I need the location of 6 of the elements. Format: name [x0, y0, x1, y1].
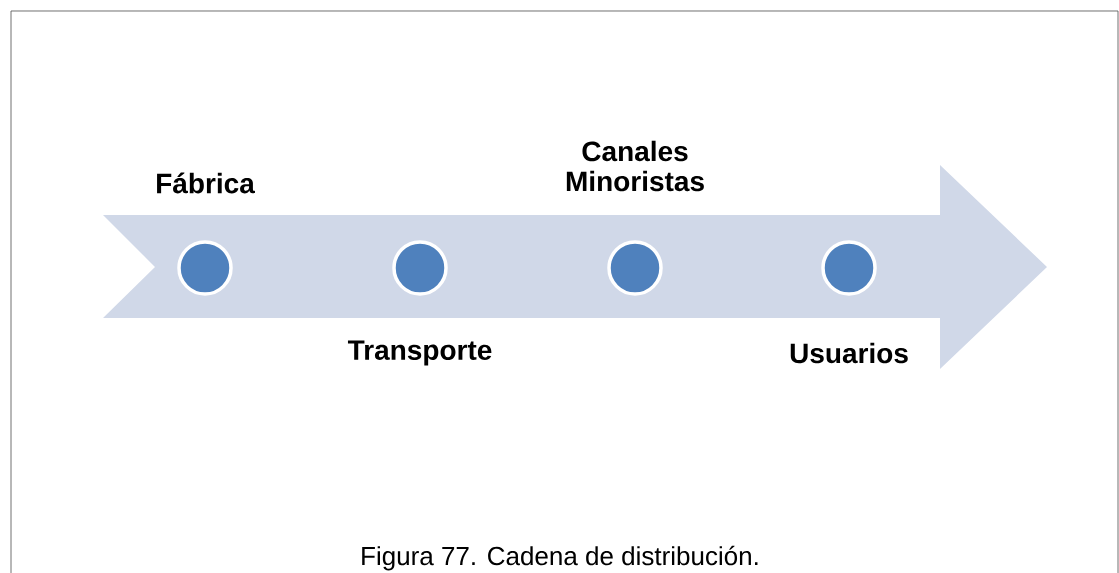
stage-label: Canales Minoristas — [566, 140, 704, 192]
stage-label: Fábrica — [157, 172, 255, 194]
figure-caption: Figura 77. Cadena de distribución. — [362, 545, 758, 571]
stage-label: Usuarios — [790, 342, 908, 364]
chevron-arrow-band — [103, 165, 1047, 369]
stage-label: Transporte — [347, 340, 492, 366]
